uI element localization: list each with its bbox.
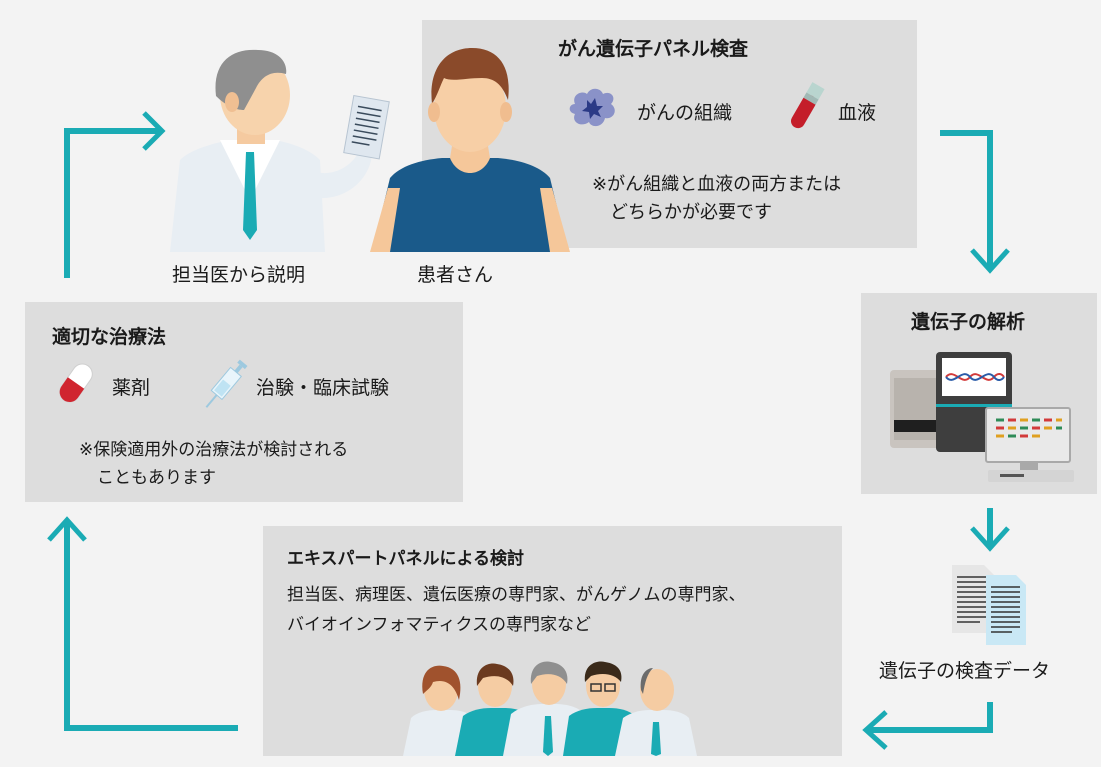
analysis-title: 遺伝子の解析 — [911, 311, 1026, 333]
treatment-note-1: ※保険適用外の治療法が検討される — [79, 440, 349, 460]
panel-test-note-2: どちらかが必要です — [610, 202, 772, 223]
doctor-illustration — [170, 49, 390, 252]
arrow-to-expert — [868, 702, 993, 733]
capsule-icon — [59, 363, 93, 403]
data-documents-icon — [952, 565, 1026, 645]
treatment-note-2: こともあります — [97, 468, 216, 488]
patient-label: 患者さん — [417, 264, 494, 286]
expert-title: エキスパートパネルによる検討 — [287, 549, 524, 569]
tissue-label: がんの組織 — [637, 102, 733, 124]
experts-group-illustration — [403, 661, 697, 756]
doctor-label: 担当医から説明 — [172, 264, 306, 286]
cancer-tissue-icon — [569, 88, 615, 127]
arrow-to-analysis — [940, 130, 993, 268]
treatment-title: 適切な治療法 — [52, 326, 167, 348]
blood-tube-icon — [791, 82, 825, 129]
arrow-to-doctor — [64, 128, 160, 278]
drug-label: 薬剤 — [112, 377, 151, 399]
patient-illustration — [370, 48, 570, 252]
blood-label: 血液 — [838, 102, 877, 124]
trial-label: 治験・臨床試験 — [256, 377, 390, 399]
syringe-icon — [205, 359, 248, 408]
arrow-to-treatment — [64, 522, 238, 731]
panel-test-note-1: ※がん組織と血液の両方または — [592, 174, 842, 195]
treatment-box — [25, 302, 463, 502]
expert-line-2: バイオインフォマティクスの専門家など — [287, 615, 591, 635]
data-label: 遺伝子の検査データ — [879, 660, 1051, 682]
panel-test-title: がん遺伝子パネル検査 — [558, 38, 749, 60]
sequencer-icon — [890, 352, 1074, 482]
expert-line-1: 担当医、病理医、遺伝医療の専門家、がんゲノムの専門家、 — [287, 585, 746, 605]
